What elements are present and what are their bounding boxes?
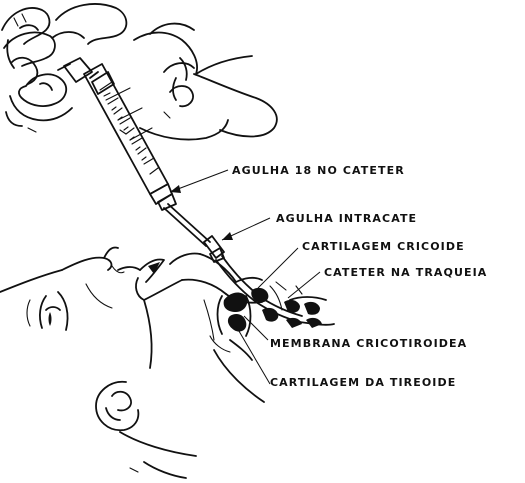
label-cartilagem-cricoide: CARTILAGEM CRICOIDE xyxy=(302,240,465,253)
label-membrana: MEMBRANA CRICOTIROIDEA xyxy=(270,337,467,350)
label-cartilagem-tireoide: CARTILAGEM DA TIREOIDE xyxy=(270,376,456,389)
leader-cartilagem-tireoide xyxy=(236,326,270,384)
hand-left-illustration xyxy=(2,4,126,132)
leader-cartilagem-cricoide xyxy=(258,248,298,288)
label-agulha-intracate: AGULHA INTRACATE xyxy=(276,212,417,225)
label-agulha-18: AGULHA 18 NO CATETER xyxy=(232,164,405,177)
leader-cateter-traqueia xyxy=(288,272,320,298)
arrowhead-agulha-intracate xyxy=(222,232,233,240)
syringe-illustration xyxy=(58,58,176,210)
label-cateter-traqueia: CATETER NA TRAQUEIA xyxy=(324,266,487,279)
labels: AGULHA 18 NO CATETER AGULHA INTRACATE CA… xyxy=(232,164,487,389)
leader-membrana xyxy=(244,316,268,340)
head-profile-illustration xyxy=(0,247,236,478)
hand-right-illustration xyxy=(120,24,277,140)
arrowhead-agulha-18 xyxy=(170,185,181,193)
